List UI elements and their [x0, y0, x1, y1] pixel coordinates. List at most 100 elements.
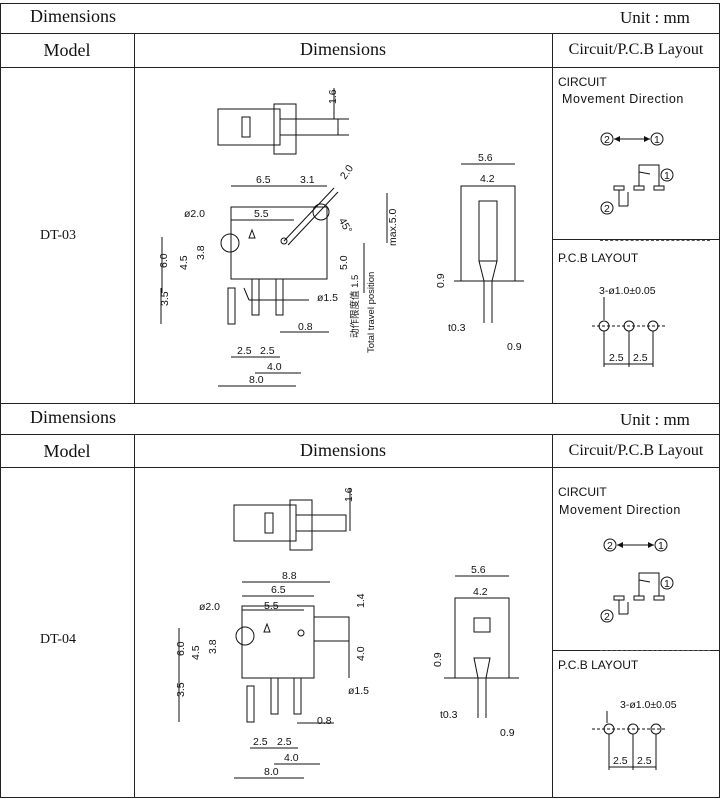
- svg-text:1: 1: [664, 578, 670, 590]
- svg-text:1.6: 1.6: [327, 89, 339, 104]
- section-bottom: [0, 403, 720, 404]
- svg-text:t0.3: t0.3: [448, 322, 466, 334]
- svg-text:4.0: 4.0: [284, 752, 299, 764]
- col-divider-3: [134, 434, 135, 797]
- svg-text:8.0: 8.0: [249, 374, 264, 386]
- border-left-2: [0, 403, 1, 797]
- svg-text:1.4: 1.4: [355, 593, 367, 608]
- svg-text:2.5: 2.5: [613, 755, 628, 767]
- svg-text:3.5: 3.5: [159, 291, 171, 306]
- svg-text:6.5: 6.5: [256, 174, 271, 186]
- svg-text:4.5: 4.5: [178, 255, 190, 270]
- svg-text:4.5: 4.5: [190, 645, 202, 660]
- svg-text:4.0: 4.0: [267, 361, 282, 373]
- svg-text:Total travel position: Total travel position: [366, 272, 377, 353]
- circuit-label-2: CIRCUIT: [558, 485, 607, 499]
- svg-text:1.6: 1.6: [343, 487, 355, 502]
- col-model-2: Model: [43, 441, 91, 461]
- svg-text:ø1.5: ø1.5: [348, 685, 369, 697]
- svg-text:ø1.5: ø1.5: [317, 292, 338, 304]
- circuit-diagram: 2 1 1 2: [600, 132, 674, 215]
- section-bottom-2: [0, 797, 720, 798]
- svg-text:45°: 45°: [336, 216, 354, 236]
- model-name: DT-03: [40, 228, 77, 243]
- dash-line: [600, 240, 710, 241]
- col-divider-1: [134, 33, 135, 403]
- svg-text:5.0: 5.0: [338, 255, 350, 270]
- svg-text:0.8: 0.8: [317, 715, 332, 727]
- svg-text:2.0: 2.0: [338, 163, 356, 182]
- svg-text:1: 1: [654, 134, 660, 146]
- svg-text:3.5: 3.5: [175, 682, 187, 697]
- model-name-2: DT-04: [40, 632, 77, 647]
- unit-label-2: Unit : mm: [620, 410, 690, 429]
- svg-text:3.8: 3.8: [195, 245, 207, 260]
- node-2-top: 2: [604, 134, 610, 146]
- svg-text:2.5: 2.5: [237, 345, 252, 357]
- svg-text:2.5: 2.5: [260, 345, 275, 357]
- svg-text:max.5.0: max.5.0: [387, 208, 399, 246]
- svg-text:5.6: 5.6: [471, 564, 486, 576]
- col-dimensions: Dimensions: [299, 39, 386, 59]
- layout-divider: [552, 239, 720, 240]
- svg-text:0.9: 0.9: [500, 727, 515, 739]
- svg-text:1: 1: [664, 170, 670, 182]
- svg-text:2: 2: [607, 540, 613, 552]
- pcb-holes-label: 3-ø1.0±0.05: [599, 285, 656, 297]
- header-divider: [0, 33, 720, 34]
- movement-direction-label-2: Movement Direction: [559, 503, 681, 517]
- pcb-layout-label-2: P.C.B LAYOUT: [558, 658, 639, 672]
- svg-text:2.5: 2.5: [253, 736, 268, 748]
- border-top: [0, 3, 720, 4]
- circuit-diagram-2: 2 1 1 2: [600, 538, 674, 623]
- svg-text:8.8: 8.8: [282, 570, 297, 582]
- svg-text:1: 1: [658, 540, 664, 552]
- movement-direction-label: Movement Direction: [562, 92, 684, 106]
- dash-line-2: [600, 650, 710, 651]
- svg-text:ø2.0: ø2.0: [184, 208, 205, 220]
- unit-label: Unit : mm: [620, 8, 690, 27]
- svg-text:4.0: 4.0: [355, 646, 367, 661]
- svg-text:8.0: 8.0: [264, 766, 279, 778]
- colhead-divider: [0, 67, 720, 68]
- svg-text:6.0: 6.0: [158, 253, 170, 268]
- svg-text:0.9: 0.9: [507, 341, 522, 353]
- svg-text:5.5: 5.5: [254, 208, 269, 220]
- svg-text:0.9: 0.9: [435, 273, 447, 288]
- pcb-diagram-2: 3-ø1.0±0.05 2.5 2.5: [592, 699, 677, 770]
- col-divider-4: [552, 434, 553, 797]
- svg-text:2.5: 2.5: [277, 736, 292, 748]
- col-layout: Circuit/P.C.B Layout: [568, 41, 704, 58]
- svg-text:3.8: 3.8: [207, 639, 219, 654]
- section-title: Dimensions: [30, 6, 117, 26]
- dt04-drawing: 1.6 8.8 6.5 5.5 ø2.0 1.4 6.0 4.5 3.8 4.0…: [175, 487, 519, 779]
- svg-text:6.0: 6.0: [175, 641, 187, 656]
- svg-text:4.2: 4.2: [480, 173, 495, 185]
- col-model: Model: [43, 40, 91, 60]
- svg-text:0.8: 0.8: [298, 321, 313, 333]
- svg-text:6.5: 6.5: [271, 584, 286, 596]
- svg-text:2.5: 2.5: [609, 352, 624, 364]
- col-dimensions-2: Dimensions: [299, 440, 386, 460]
- svg-text:3-ø1.0±0.05: 3-ø1.0±0.05: [620, 699, 677, 711]
- col-divider-2: [552, 33, 553, 403]
- svg-text:动作限度值 1.5: 动作限度值 1.5: [349, 275, 361, 338]
- svg-text:2: 2: [604, 203, 610, 215]
- col-layout-2: Circuit/P.C.B Layout: [568, 442, 704, 459]
- svg-text:t0.3: t0.3: [440, 709, 458, 721]
- svg-text:0.9: 0.9: [432, 652, 444, 667]
- svg-text:2.5: 2.5: [633, 352, 648, 364]
- pcb-diagram: 3-ø1.0±0.05 2.5 2.5: [592, 285, 667, 367]
- dt03-drawing: 1.6 6.5 3.1 2.0 ø2.0 5.5 45° max.5.0 6.0…: [158, 88, 524, 387]
- svg-text:2.5: 2.5: [637, 755, 652, 767]
- svg-text:3.1: 3.1: [300, 174, 315, 186]
- circuit-label: CIRCUIT: [558, 75, 607, 89]
- svg-text:4.2: 4.2: [473, 586, 488, 598]
- svg-text:5.6: 5.6: [478, 152, 493, 164]
- header-divider-2: [0, 434, 720, 435]
- svg-text:ø2.0: ø2.0: [199, 601, 220, 613]
- svg-text:5.5: 5.5: [264, 600, 279, 612]
- colhead-divider-2: [0, 467, 720, 468]
- border-left: [0, 3, 1, 403]
- svg-text:2: 2: [604, 611, 610, 623]
